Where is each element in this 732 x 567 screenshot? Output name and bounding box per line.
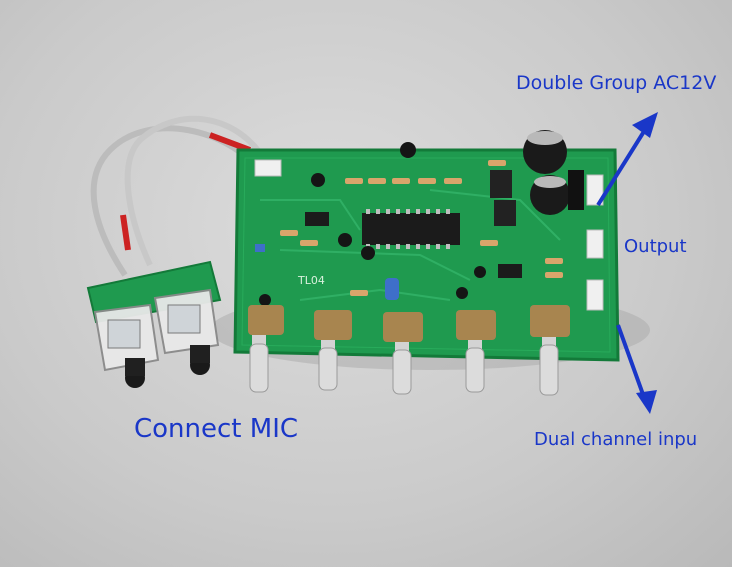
main-ic-chip xyxy=(362,213,460,245)
ac-connector xyxy=(586,174,604,206)
output-annotation: Output xyxy=(624,236,687,257)
power-input-annotation: Double Group AC12V xyxy=(516,72,717,94)
input-connector xyxy=(586,279,604,311)
mic-jack-right xyxy=(153,288,220,375)
potentiometers xyxy=(248,305,570,396)
output-connector xyxy=(586,229,604,259)
jack-board xyxy=(86,260,222,324)
annotation-arrows xyxy=(596,112,658,414)
mic-annotation: Connect MIC xyxy=(134,414,299,444)
board-model-label: TL04 xyxy=(297,274,325,287)
mic-cable-2 xyxy=(124,115,273,267)
mic-jack-left xyxy=(93,303,160,388)
mic-connector xyxy=(254,159,282,177)
dual-input-annotation: Dual channel inpu xyxy=(534,429,698,450)
capacitor xyxy=(400,142,416,158)
